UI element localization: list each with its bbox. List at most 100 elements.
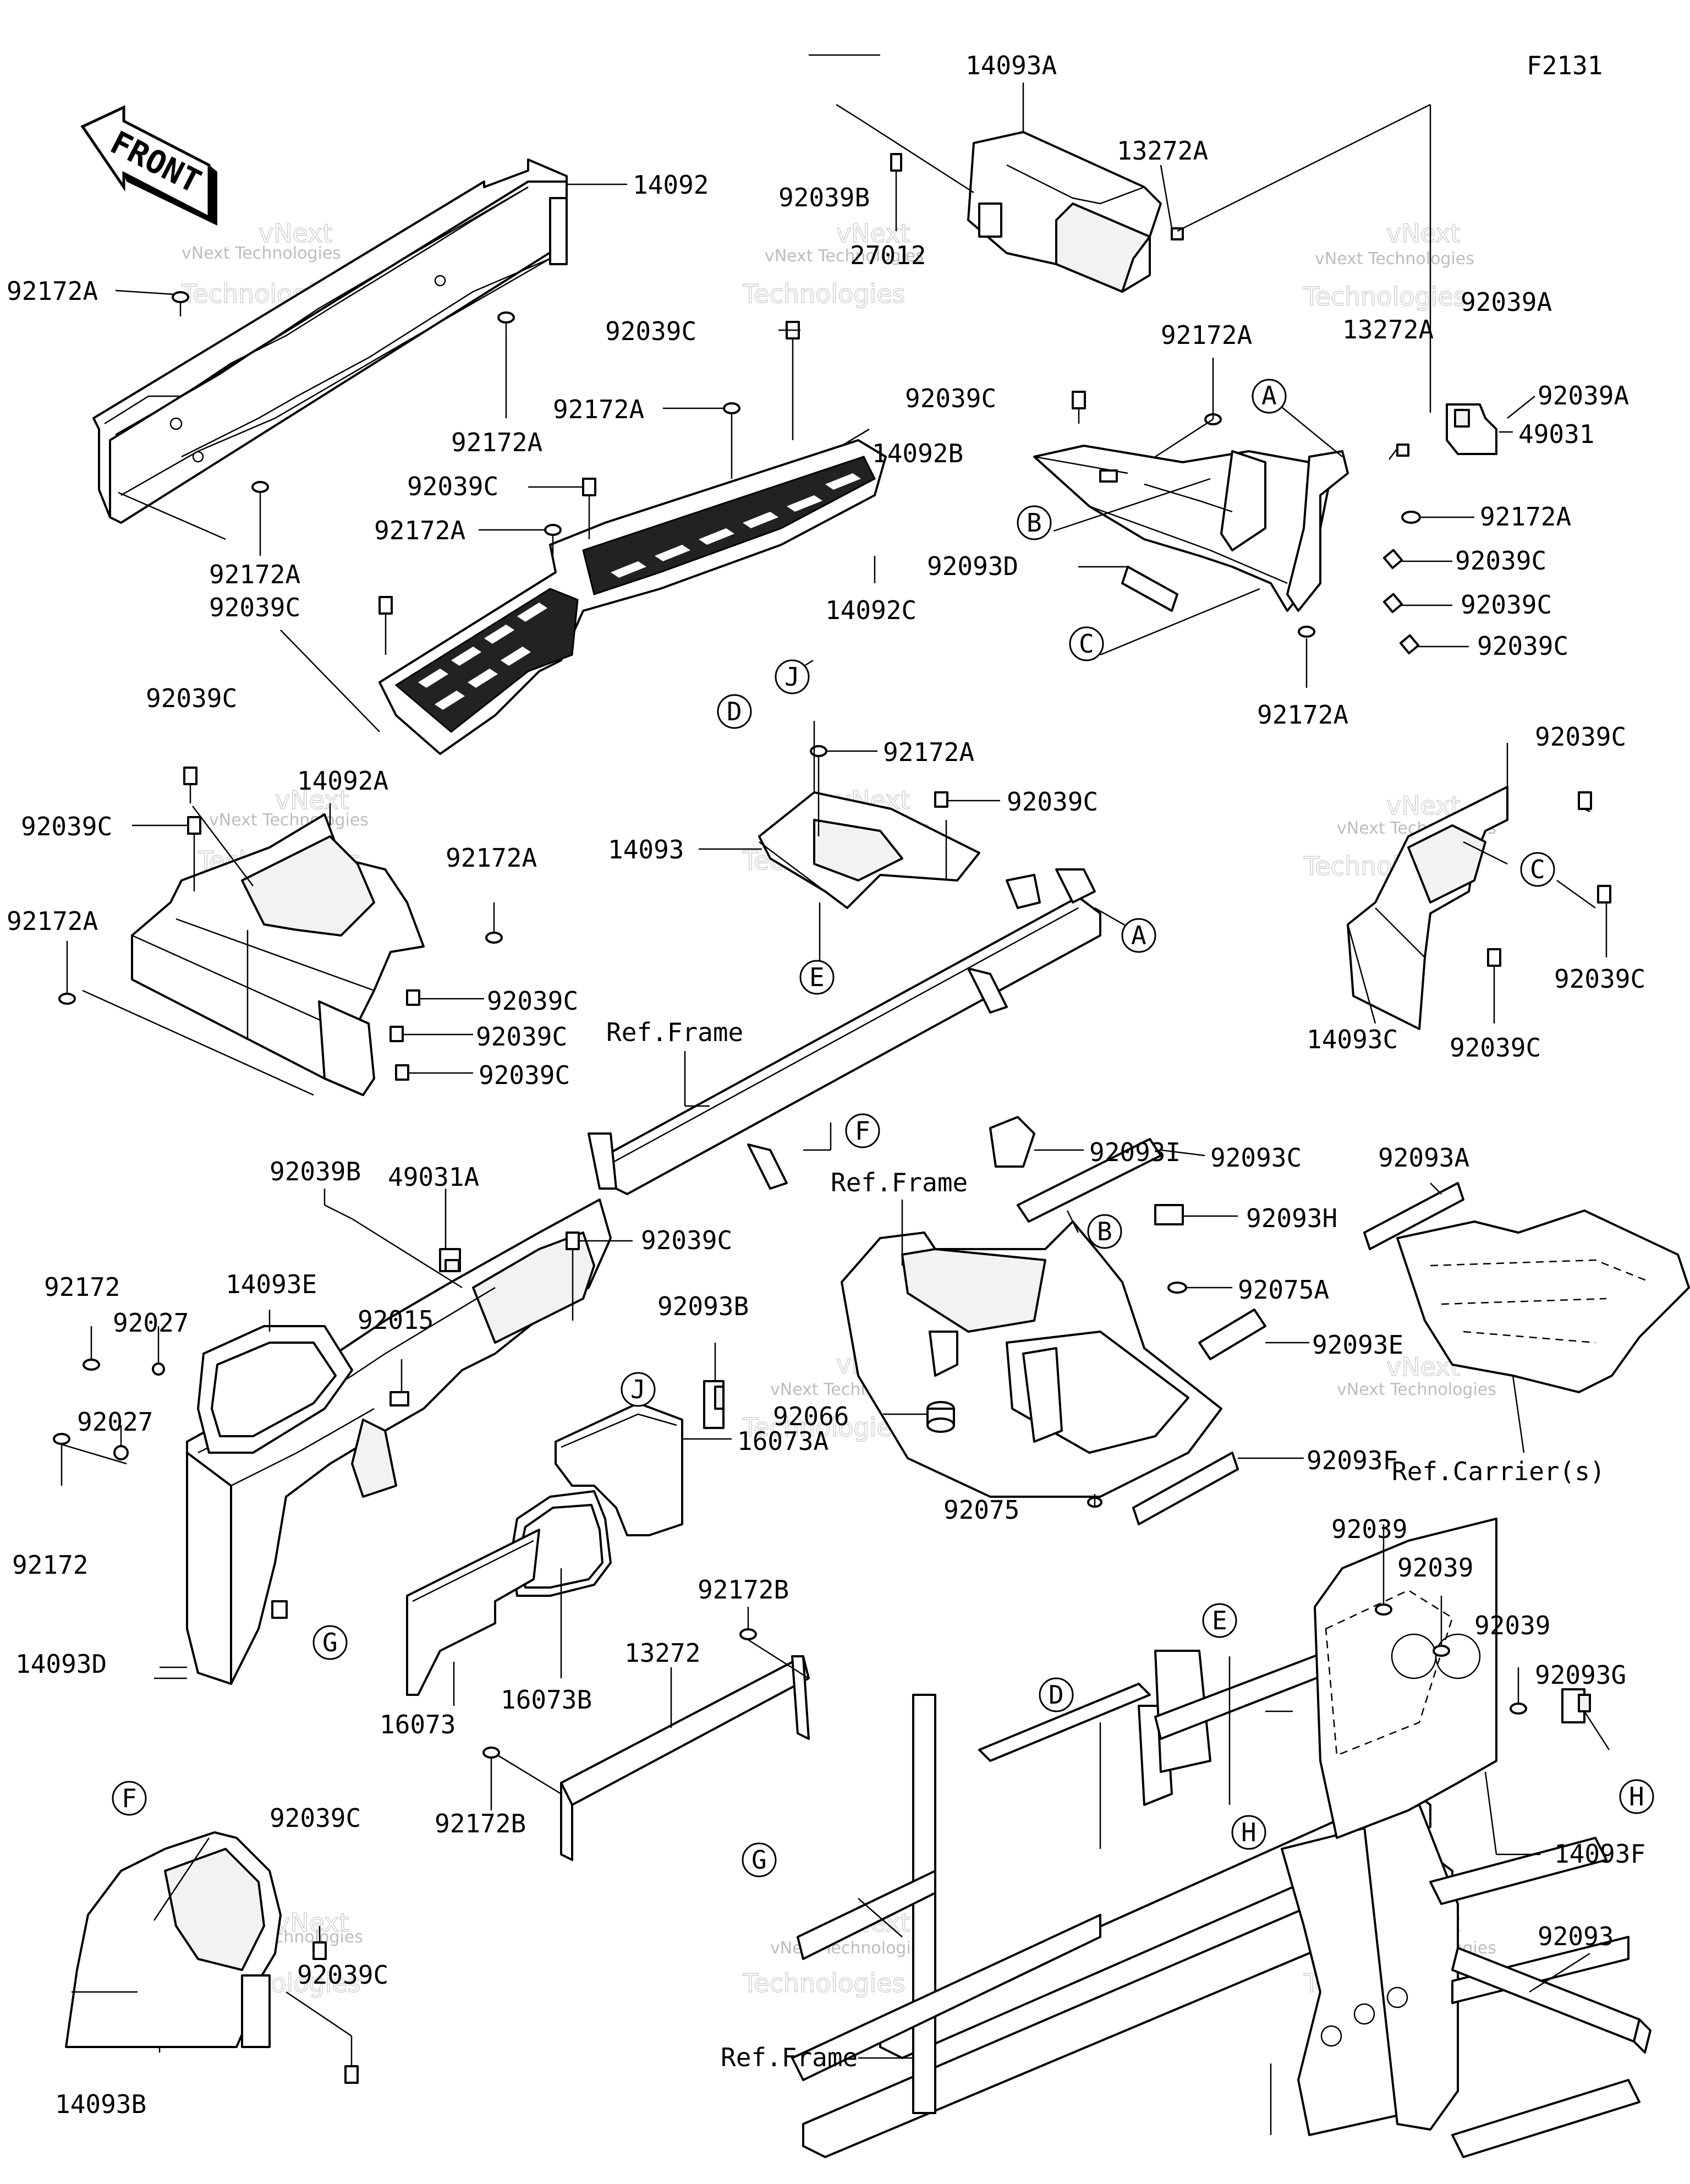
part-14093A-cover[interactable] [967,131,1162,293]
rivet-icon [53,1433,70,1445]
label-14093E: 14093E [226,1269,317,1299]
clip-icon [406,989,420,1006]
label-92093H: 92093H [1246,1203,1337,1233]
callout-c-label: C [1530,855,1545,884]
part-92075A-pad[interactable] [1167,1282,1187,1294]
part-14092C-floor-mat[interactable] [378,439,887,755]
callout-c [1520,852,1555,887]
clip-icon [1382,593,1403,614]
callout-g-label: G [751,1845,767,1875]
part-92093D-strip[interactable] [1121,566,1178,612]
callout-f [112,1781,147,1816]
part-92093H-clip[interactable] [1154,1204,1184,1225]
part-49031A-bracket[interactable] [439,1248,461,1272]
label-92039C: 92039C [209,593,300,622]
clip-icon [566,1231,580,1250]
label-92172A: 92172A [209,560,300,589]
callout-e-label: E [1212,1606,1227,1635]
label-ref-frame: Ref.Frame [606,1017,743,1047]
label-92039C: 92039C [605,316,696,346]
callout-f-label: F [122,1783,137,1813]
watermark-text: Technologies [742,279,906,309]
callout-b [1087,1214,1122,1249]
watermark-text: vNext Technologies [182,244,341,263]
watermark-text: vNext [275,785,349,815]
part-14093D-panel[interactable] [186,1198,612,1685]
callout-g-label: G [322,1628,338,1657]
label-92039C: 92039C [487,986,578,1016]
part-14093B-cover[interactable] [65,1831,282,2048]
part-14092A-panel[interactable] [131,813,425,1096]
label-16073A: 16073A [737,1426,828,1456]
rivet-icon [324,1204,353,1220]
part-49031-bracket[interactable] [1446,403,1497,455]
label-92039C: 92039C [1461,590,1552,620]
part-16073A-pad[interactable] [555,1402,683,1536]
callout-c [1069,626,1104,661]
label-92039C: 92039C [297,1960,388,1990]
clip-icon [1399,634,1420,655]
part-92093-bar[interactable] [1451,1947,1651,2054]
clip-icon [934,791,948,808]
part-14092-panel[interactable] [92,158,568,524]
clip-icon [312,1941,327,1960]
part-14093C-cover[interactable] [1347,786,1508,1030]
label-92039: 92039 [1331,1514,1407,1544]
part-14093E-gasket[interactable] [197,1325,353,1454]
part-14093F-panel[interactable] [1314,1518,1497,1839]
watermark-text: vNext Technologies [209,811,369,830]
watermark-text: vNext [275,1908,349,1937]
callout-b-label: B [1097,1217,1112,1246]
label-92039B: 92039B [270,1157,361,1186]
rivet-icon [836,103,859,119]
callout-h-label: H [1629,1782,1644,1811]
part-92093B-clip[interactable] [703,1380,725,1429]
part-92093E-strip[interactable] [1198,1309,1266,1360]
rivet-icon [1401,511,1421,524]
clip-icon [582,478,596,509]
label-27012: 27012 [850,240,926,270]
label-92039C: 92039C [1450,1033,1541,1063]
part-14093-cover[interactable] [758,791,980,909]
label-92093B: 92093B [657,1291,749,1321]
label-14093B: 14093B [55,2089,146,2119]
label-92039C: 92039C [1455,546,1546,576]
part-92093F-strip[interactable] [1132,1452,1239,1525]
watermark-text: Technologies [1303,282,1467,311]
label-92075: 92075 [943,1495,1019,1525]
clip-icon [786,321,800,352]
callout-f [845,1113,880,1148]
part-92093I-clip[interactable] [989,1116,1035,1168]
part-92093G-clip[interactable] [1561,1688,1591,1723]
rivet-icon [544,524,562,548]
part-16073B-pad[interactable] [511,1490,612,1597]
watermark-text: vNext Technologies [1315,249,1474,269]
label-92093I: 92093I [1089,1137,1181,1167]
label-92172A: 92172A [374,516,465,545]
callout-a [1252,379,1287,414]
label-92093C: 92093C [1210,1143,1302,1173]
part-14092B-panel[interactable] [1033,445,1349,612]
label-92172A: 92172A [1161,320,1252,350]
clip-icon [890,153,902,172]
callout-g [742,1842,777,1878]
part-92093A-strip[interactable] [1363,1182,1464,1250]
rivet-icon [251,481,269,505]
label-14092B: 14092B [872,439,963,468]
part-92093C-strip[interactable] [1017,1138,1162,1223]
label-92039A: 92039A [1461,287,1552,317]
clip-icon [378,596,393,627]
ref-carrier [1396,1209,1690,1393]
clip-icon [187,816,201,847]
watermark-text: vNext [1386,218,1460,248]
part-92066-plug[interactable] [926,1401,955,1433]
part-16073-pad[interactable] [406,1529,540,1696]
label-92172A: 92172A [446,843,537,873]
label-92039C: 92039C [1477,631,1568,661]
part-13272-bracket[interactable] [560,1655,810,1861]
label-92172A: 92172A [7,276,98,306]
label-92027: 92027 [113,1308,189,1338]
clip-icon [1396,444,1409,457]
part-92015-clip[interactable] [389,1391,409,1406]
